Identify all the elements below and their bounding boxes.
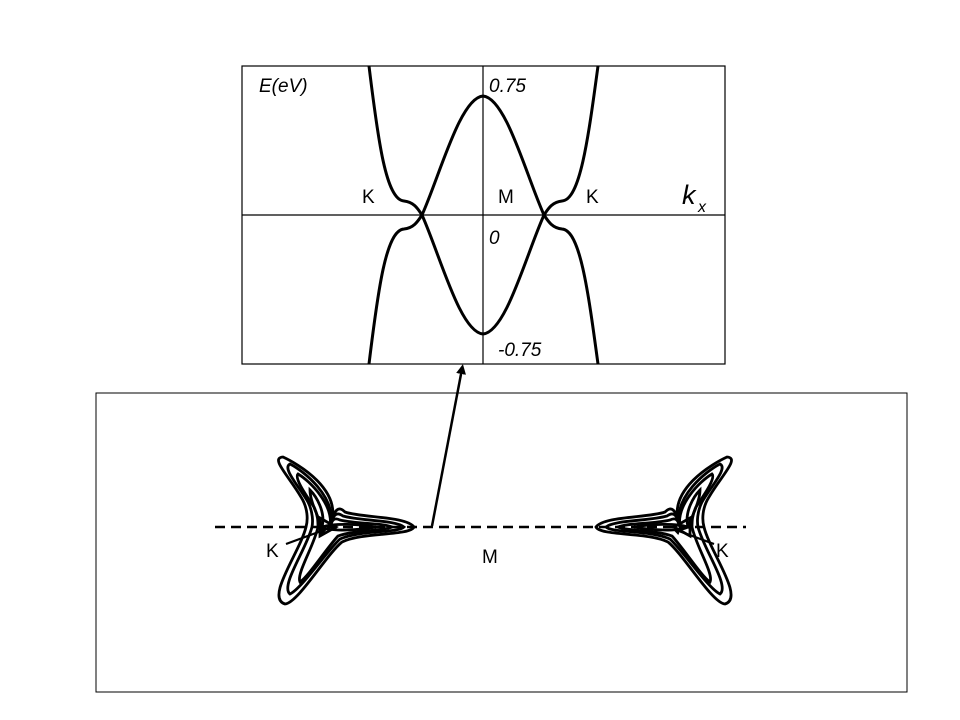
band-k-point-left: K <box>362 187 375 208</box>
band-upper-curve <box>367 65 600 219</box>
contour-plot-frame <box>95 392 908 693</box>
tick-label-bottom: -0.75 <box>498 340 542 361</box>
energy-axis-label: E(eV) <box>259 76 308 97</box>
contour-right-inner-3 <box>633 486 702 532</box>
kx-axis-subscript: x <box>697 199 707 216</box>
contour-k-point-right: K <box>716 541 729 562</box>
contour-k-point-left: K <box>266 541 279 562</box>
tick-label-zero: 0 <box>489 228 500 249</box>
contour-right-inner-1 <box>603 462 724 596</box>
contour-left-inner-3 <box>308 486 377 532</box>
contour-left-inner-2 <box>295 472 396 585</box>
kx-axis-label: k <box>682 180 697 210</box>
contour-panel: K M K <box>95 392 908 693</box>
k-pointer-right <box>672 527 715 546</box>
contour-left <box>277 455 416 606</box>
contour-left-core <box>318 515 339 539</box>
contour-m-point: M <box>482 547 498 568</box>
contour-left-outer <box>277 455 416 606</box>
contour-right-inner-2 <box>614 472 715 585</box>
band-k-point-right: K <box>586 187 599 208</box>
band-lower-curve <box>367 211 600 365</box>
contour-right <box>594 455 733 606</box>
tick-label-top: 0.75 <box>489 76 526 97</box>
band-structure-panel: E(eV) 0.75 0 -0.75 K M K k x <box>241 65 726 365</box>
contour-left-inner-1 <box>286 462 407 596</box>
contour-right-outer <box>594 455 733 606</box>
k-pointer-left <box>285 527 328 546</box>
cut-arrow <box>430 364 466 527</box>
band-m-point: M <box>498 187 514 208</box>
